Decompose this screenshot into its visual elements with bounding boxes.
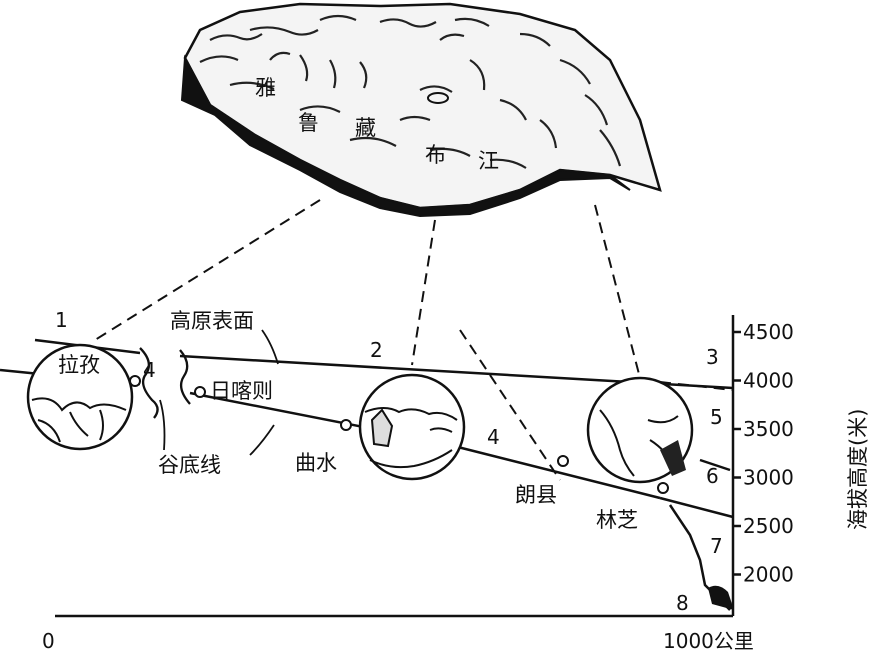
marker-lazi <box>129 375 141 387</box>
leader-lines <box>159 329 279 456</box>
connector-lines <box>94 199 734 481</box>
leader-plateau <box>261 329 279 365</box>
connector-gradient <box>459 329 561 481</box>
label-num-4a: 4 <box>143 358 156 382</box>
label-num-6: 6 <box>706 464 719 488</box>
leader-valley-b <box>249 424 275 456</box>
y-tick-label: 4500 <box>743 320 794 344</box>
label-rikaze: 日喀则 <box>210 379 273 403</box>
label-linzhi: 林芝 <box>596 508 638 532</box>
profile-right-upper <box>659 496 734 519</box>
inset-circle-qushui <box>358 373 466 481</box>
profile-labels: 拉孜 日喀则 曲水 朗县 林芝 高原表面 谷底线 1 2 3 4 4 5 6 7… <box>55 308 723 615</box>
label-num-5: 5 <box>710 405 723 429</box>
y-tick-label: 4000 <box>743 369 794 393</box>
x-axis-end-label: 1000公里 <box>663 629 754 653</box>
y-tick-label: 2000 <box>743 563 794 587</box>
block-label-4: 布 <box>425 143 446 167</box>
gorge-fill <box>708 585 734 610</box>
y-tick-label: 3000 <box>743 466 794 490</box>
ridge-hatching <box>199 14 622 169</box>
marker-rikaze <box>194 386 206 398</box>
inset-circle-linzhi <box>586 376 694 484</box>
marker-linzhi <box>657 482 669 494</box>
terrain-block: 雅 鲁 藏 布 江 <box>180 2 662 218</box>
label-num-2: 2 <box>370 338 383 362</box>
leader-valley-a <box>159 399 166 451</box>
label-num-3: 3 <box>706 345 719 369</box>
label-langxian: 朗县 <box>515 483 557 507</box>
marker-langxian <box>557 455 569 467</box>
label-lazi: 拉孜 <box>58 353 100 377</box>
y-axis-title: 海拔高度(米) <box>846 409 870 530</box>
x-axis-start-label: 0 <box>42 629 55 653</box>
axes <box>55 315 735 618</box>
label-num-1: 1 <box>55 308 68 332</box>
connector-left <box>94 199 321 341</box>
y-axis-ticks: 4500 4000 3500 3000 2500 2000 <box>733 320 794 587</box>
marker-qushui <box>340 419 352 431</box>
label-qushui: 曲水 <box>295 451 337 475</box>
y-tick-label: 3500 <box>743 417 794 441</box>
terrain-block-side <box>180 54 631 218</box>
inset-circles <box>26 343 694 484</box>
place-markers <box>129 375 669 494</box>
connector-middle <box>411 219 436 366</box>
break-marks <box>139 347 191 419</box>
profile-right-mid <box>699 458 731 472</box>
lake-mark <box>427 92 449 104</box>
label-num-8: 8 <box>676 591 689 615</box>
block-label-1: 雅 <box>255 76 276 100</box>
connector-right <box>594 204 641 379</box>
label-valley-bottom: 谷底线 <box>158 453 221 477</box>
inset-circle-lazi <box>26 343 134 451</box>
label-num-4b: 4 <box>487 425 500 449</box>
block-label-3: 藏 <box>355 116 376 140</box>
label-num-7: 7 <box>710 534 723 558</box>
block-label-2: 鲁 <box>298 111 319 135</box>
label-plateau-surface: 高原表面 <box>170 309 254 333</box>
y-tick-label: 2500 <box>743 514 794 538</box>
block-label-5: 江 <box>478 149 499 173</box>
